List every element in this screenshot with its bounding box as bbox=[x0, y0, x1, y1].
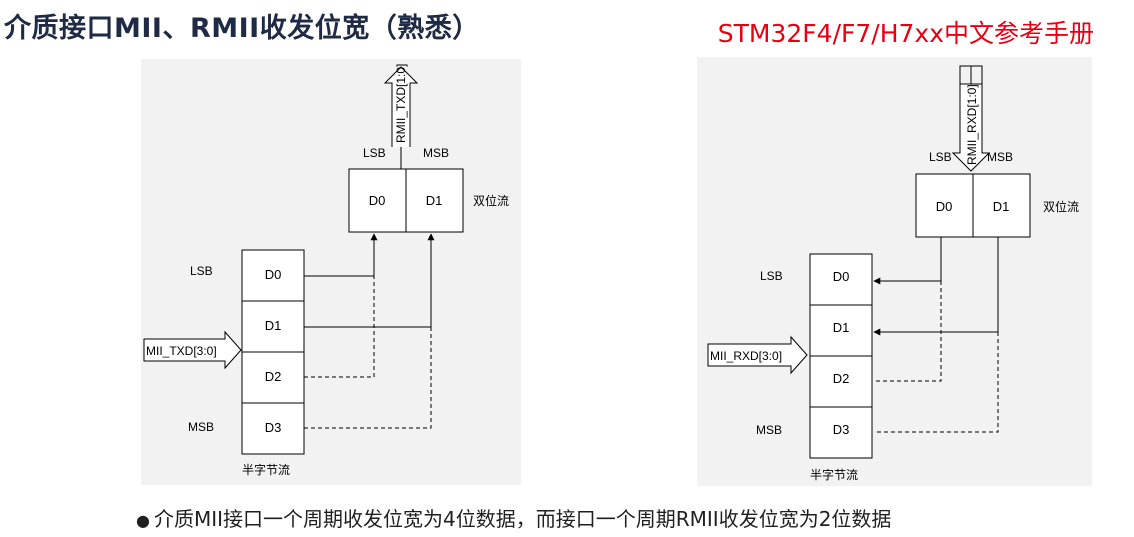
nibble-stream-label-rx: 半字节流 bbox=[810, 467, 858, 482]
nibble-stream-label: 半字节流 bbox=[242, 462, 290, 477]
dibit-stream-label-rx: 双位流 bbox=[1043, 199, 1079, 214]
rmii-rxd-label: RMII_RXD[1:0] bbox=[965, 84, 979, 165]
rmii-rxd-bus-arrow bbox=[951, 83, 991, 172]
nibble-msb-label: MSB bbox=[188, 420, 214, 434]
nibble-msb-label-rx: MSB bbox=[756, 423, 782, 437]
dibit-d0: D0 bbox=[369, 193, 386, 208]
dibit-msb-label-rx: MSB bbox=[987, 150, 1013, 164]
dibit-d1-box-rx bbox=[972, 173, 1031, 238]
bullet-dot-icon: ● bbox=[136, 511, 150, 530]
dibit-lsb-label: LSB bbox=[363, 146, 386, 160]
dibit-msb-label: MSB bbox=[423, 146, 449, 160]
rmii-txd-bus-arrow bbox=[383, 66, 419, 147]
page-title: 介质接口MII、RMII收发位宽（熟悉） bbox=[4, 13, 480, 44]
mii-txd-bus-arrow bbox=[143, 330, 242, 370]
dibit-d1: D1 bbox=[426, 193, 443, 208]
dibit-stream-label: 双位流 bbox=[473, 193, 509, 208]
dibit-d0-rx: D0 bbox=[936, 199, 953, 214]
nibble-d0-rx: D0 bbox=[833, 269, 850, 284]
dibit-lsb-label-rx: LSB bbox=[929, 150, 952, 164]
nibble-lsb-label-rx: LSB bbox=[760, 269, 783, 283]
nibble-d2: D2 bbox=[265, 369, 282, 384]
summary-bullet: ●介质MII接口一个周期收发位宽为4位数据，而接口一个周期RMII收发位宽为2位… bbox=[136, 503, 891, 532]
nibble-d0-box-rx bbox=[809, 253, 873, 306]
dibit-d1-box bbox=[405, 168, 464, 233]
mii-rxd-bus-arrow bbox=[707, 335, 808, 375]
mii-rxd-label: MII_RXD[3:0] bbox=[710, 349, 782, 363]
dibit-d1-rx: D1 bbox=[993, 199, 1010, 214]
nibble-d1: D1 bbox=[265, 318, 282, 333]
manual-reference: STM32F4/F7/H7xx中文参考手册 bbox=[717, 19, 1094, 48]
nibble-d0: D0 bbox=[265, 267, 282, 282]
mii-txd-label: MII_TXD[3:0] bbox=[146, 344, 217, 358]
nibble-d1-box-rx bbox=[809, 304, 873, 357]
nibble-d3-rx: D3 bbox=[833, 422, 850, 437]
nibble-d1-rx: D1 bbox=[833, 320, 850, 335]
rmii-txd-label: RMII_TXD[1:0] bbox=[394, 64, 408, 143]
dibit-d0-box bbox=[348, 168, 407, 233]
nibble-d2-rx: D2 bbox=[833, 371, 850, 386]
rmii-to-mii-rx-diagram: RMII_RXD[1:0] LSB MSB D0 D1 双位流 D0 D1 D2… bbox=[697, 57, 1092, 486]
nibble-d3-box-rx bbox=[809, 406, 873, 459]
mii-to-rmii-tx-diagram: RMII_TXD[1:0] LSB MSB D0 D1 双位流 D0 D1 D2… bbox=[141, 59, 521, 485]
nibble-lsb-label: LSB bbox=[190, 264, 213, 278]
summary-text: 介质MII接口一个周期收发位宽为4位数据，而接口一个周期RMII收发位宽为2位数… bbox=[153, 507, 892, 531]
nibble-d2-box-rx bbox=[809, 355, 873, 408]
nibble-d3: D3 bbox=[265, 420, 282, 435]
